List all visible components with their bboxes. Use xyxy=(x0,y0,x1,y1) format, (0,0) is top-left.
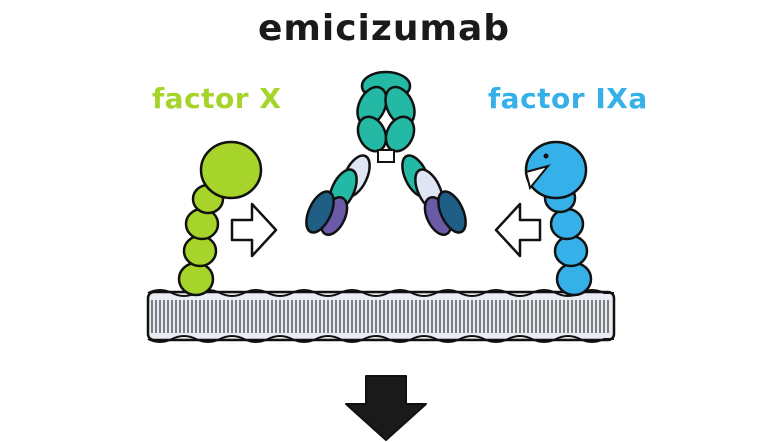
arrow-down-icon xyxy=(345,375,427,441)
factor-x-protein xyxy=(177,140,263,297)
factor-ixa-label: factor IXa xyxy=(488,82,648,115)
diagram-title: emicizumab xyxy=(257,8,511,49)
cell-membrane xyxy=(146,289,616,343)
arrow-right-icon xyxy=(230,202,278,258)
emicizumab-antibody xyxy=(305,70,467,236)
arrow-left-icon xyxy=(494,202,542,258)
factor-ixa-protein xyxy=(524,140,593,297)
factor-x-label: factor X xyxy=(152,82,282,115)
